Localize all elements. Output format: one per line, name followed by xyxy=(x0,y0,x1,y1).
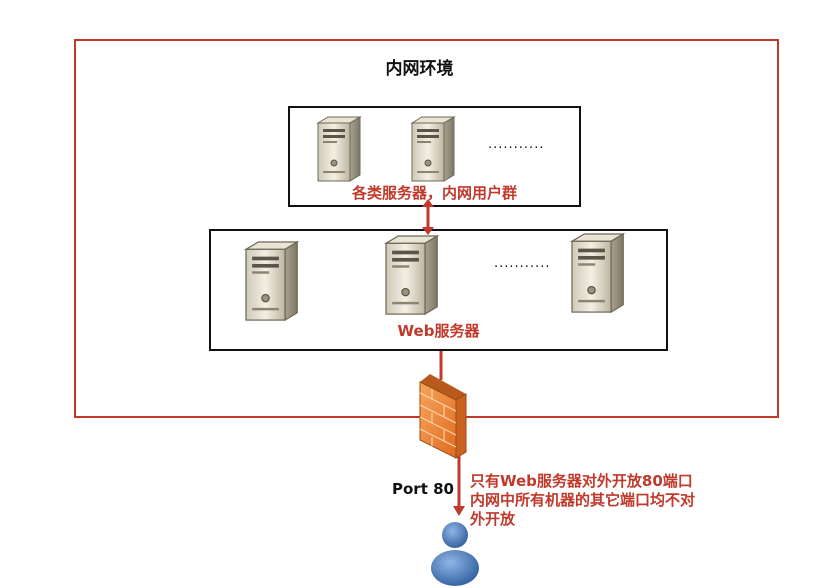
web-group-label: Web服务器 xyxy=(397,322,480,340)
note-line: 外开放 xyxy=(470,510,516,528)
firewall-icon xyxy=(419,374,467,459)
user-icon xyxy=(431,522,479,586)
server-icon xyxy=(317,116,361,182)
port-80-arrow xyxy=(453,456,465,516)
port-label: Port 80 xyxy=(392,480,454,498)
access-note: 只有Web服务器对外开放80端口 内网中所有机器的其它端口均不对 外开放 xyxy=(470,472,695,529)
more-web-servers-ellipsis: ........... xyxy=(494,256,551,271)
internal-group-label: 各类服务器，内网用户群 xyxy=(351,184,517,202)
server-icon xyxy=(411,116,455,182)
note-line: 只有Web服务器对外开放80端口 xyxy=(470,472,693,490)
server-icon xyxy=(571,233,624,313)
intranet-title: 内网环境 xyxy=(385,59,454,79)
server-icon xyxy=(245,241,298,321)
more-servers-ellipsis: ........... xyxy=(488,137,545,152)
server-icon xyxy=(385,235,438,315)
bidirectional-arrow xyxy=(422,199,434,235)
note-line: 内网中所有机器的其它端口均不对 xyxy=(470,491,696,509)
